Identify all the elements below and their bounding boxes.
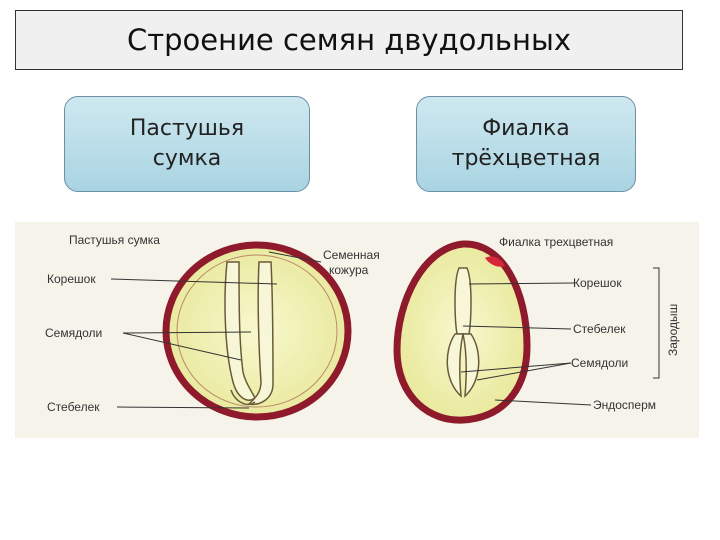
left-stem-line [116, 406, 250, 409]
left-stem-label: Стебелек [47, 400, 100, 414]
right-radicle-line [468, 282, 576, 285]
right-seed-coat-red-mark [485, 256, 505, 267]
right-cotyledons-line-2 [476, 362, 572, 381]
right-embryo-stem [454, 267, 472, 335]
pansy-card: Фиалка трёхцветная [416, 96, 636, 192]
shepherds-purse-card-text: Пастушья сумка [129, 116, 245, 171]
seed-structure-figure: Пастушья сумка Корешок Семядоли Стебелек… [15, 222, 699, 438]
left-seed-inner-line [176, 254, 338, 408]
pansy-card-text: Фиалка трёхцветная [451, 116, 601, 171]
right-cotyledon-right [462, 333, 480, 398]
left-radicle-label: Корешок [47, 272, 96, 286]
left-radicle-tip [230, 389, 256, 406]
seed-structure-diagram: Пастушья сумка Корешок Семядоли Стебелек… [45, 233, 680, 424]
seed-coat-line [268, 251, 322, 263]
right-endosperm-label: Эндосперм [593, 398, 656, 412]
slide-title: Строение семян двудольных [15, 10, 683, 70]
right-stem-label: Стебелек [573, 322, 626, 336]
left-seed-coat [162, 241, 352, 421]
embryo-label: Зародыш [666, 304, 680, 356]
right-radicle-label: Корешок [573, 276, 622, 290]
left-cotyledons-line-2 [122, 331, 252, 334]
right-stem-line [462, 325, 572, 330]
pansy-seed [393, 240, 531, 424]
left-radicle-line [110, 278, 278, 285]
left-heading: Пастушья сумка [69, 233, 160, 247]
right-endosperm-line [494, 399, 592, 406]
slide-title-text: Строение семян двудольных [126, 23, 572, 57]
seed-coat-label-line-1: Семенная [323, 248, 380, 262]
leader-lines [110, 251, 660, 409]
left-cotyledons-line-1 [122, 332, 242, 361]
seed-coat-label-line-2: кожура [329, 263, 369, 277]
embryo-bracket [653, 267, 660, 379]
right-heading: Фиалка трехцветная [499, 235, 613, 249]
left-cotyledons-label: Семядоли [45, 326, 102, 340]
right-cotyledons-line-1 [460, 362, 572, 373]
shepherds-purse-seed [162, 241, 352, 421]
right-cotyledons-label: Семядоли [571, 356, 628, 370]
right-cotyledon-left [446, 333, 464, 398]
shepherds-purse-card: Пастушья сумка [64, 96, 310, 192]
